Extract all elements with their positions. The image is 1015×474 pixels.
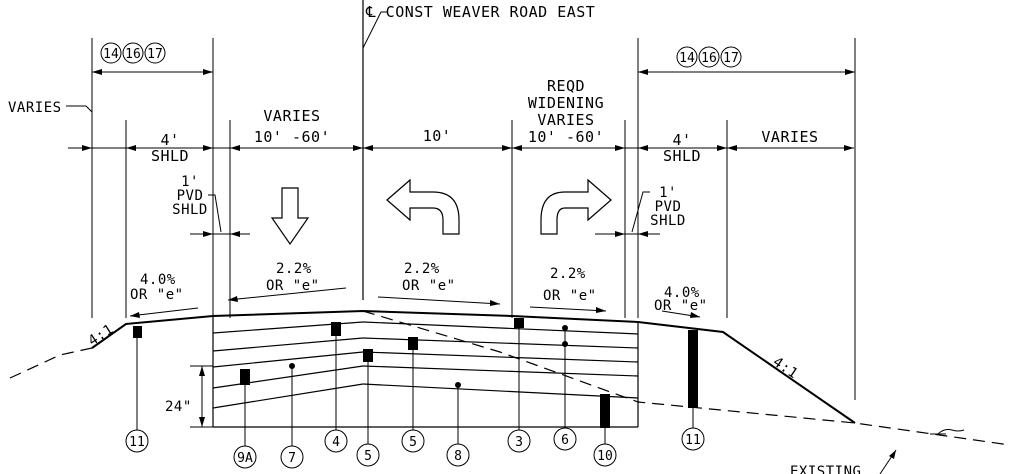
layer-markers: [133, 318, 698, 428]
callout-6: [553, 427, 577, 451]
svg-text:OR "e": OR "e": [402, 278, 456, 294]
main-dim-arrows: [82, 145, 854, 151]
svg-text:14: 14: [103, 47, 119, 62]
svg-text:14: 14: [679, 51, 695, 66]
top-callout-group-right: 14 16 17: [676, 46, 742, 68]
slope-label-right: 4:1: [770, 354, 801, 382]
right-turn-arrow-icon: [540, 178, 612, 235]
down-arrow-icon: [270, 187, 310, 246]
slope-center-lane: 2.2% OR "e": [377, 261, 501, 306]
svg-text:1': 1': [659, 185, 677, 201]
left-shld-text: SHLD: [151, 147, 189, 165]
existing-ground-symbol: [930, 429, 965, 435]
callout-leaders: [136, 328, 694, 446]
existing-label: EXISTING: [790, 464, 861, 474]
callout-11-right: [681, 427, 705, 451]
svg-text:SHLD: SHLD: [650, 213, 686, 229]
centerline-leader: [362, 11, 388, 49]
svg-text:PVD: PVD: [177, 188, 204, 204]
svg-text:SHLD: SHLD: [172, 202, 208, 218]
callout-7: [280, 445, 304, 469]
callout-5a: [356, 443, 380, 467]
svg-text:24": 24": [165, 399, 192, 415]
slope-right-shoulder: 4.0% OR "e": [654, 285, 708, 318]
callout-5b: [401, 429, 425, 453]
pvd-shld-right-note: 1' PVD SHLD: [595, 185, 686, 237]
callout-3: [507, 429, 531, 453]
centerline-title: ℄ CONST WEAVER ROAD EAST: [365, 3, 595, 21]
svg-text:4: 4: [332, 435, 340, 450]
svg-text:OR "e": OR "e": [543, 288, 597, 304]
existing-ground-line: [9, 347, 93, 379]
svg-text:3: 3: [515, 435, 523, 450]
svg-text:10: 10: [597, 449, 613, 464]
svg-text:OR "e": OR "e": [130, 287, 184, 303]
pavement-layers: [212, 316, 639, 428]
left-shld-width: 4': [160, 131, 179, 149]
callout-4: [324, 429, 348, 453]
svg-text:4.0%: 4.0%: [140, 272, 176, 288]
varies-left-label: VARIES: [8, 100, 62, 116]
svg-text:11: 11: [129, 435, 145, 450]
center-lane-width: 10': [423, 127, 452, 145]
left-lane-width: 10' -60': [254, 128, 330, 146]
svg-text:OR "e": OR "e": [266, 278, 320, 294]
existing-pavement-line: [362, 310, 1011, 446]
depth-dimension: 24": [165, 365, 213, 428]
right-lane-width: 10' -60': [528, 128, 604, 146]
svg-text:7: 7: [288, 451, 296, 466]
callout-11-left: [125, 429, 149, 453]
svg-text:8: 8: [454, 449, 462, 464]
left-turn-arrow-icon: [386, 178, 460, 235]
right-lane-reqd: REQD: [547, 77, 585, 95]
slope-label-left: 4:1: [85, 321, 116, 349]
slope-left-shoulder: 4.0% OR "e": [129, 272, 199, 318]
svg-text:1': 1': [181, 174, 199, 190]
svg-text:2.2%: 2.2%: [550, 266, 586, 282]
callout-9a: [233, 445, 257, 469]
top-callout-group-left: 14 16 17: [100, 42, 166, 64]
right-shld-text: SHLD: [663, 147, 701, 165]
right-lane-varies: VARIES: [537, 111, 594, 129]
svg-text:2.2%: 2.2%: [276, 261, 312, 277]
svg-text:6: 6: [561, 433, 569, 448]
pvd-shld-left-note: 1' PVD SHLD: [172, 174, 250, 237]
svg-text:16: 16: [125, 47, 141, 62]
svg-text:9A: 9A: [237, 451, 253, 466]
svg-text:16: 16: [701, 51, 717, 66]
finished-grade: [91, 309, 856, 424]
callout-8: [446, 443, 470, 467]
slope-right-lane: 2.2% OR "e": [529, 266, 607, 313]
varies-right-label: VARIES: [761, 128, 818, 146]
svg-text:5: 5: [364, 449, 372, 464]
slope-left-lane: 2.2% OR "e": [227, 261, 347, 302]
left-lane-varies: VARIES: [263, 107, 320, 125]
bottom-callouts: 11 9A 7 4 5 5 8 3 6 10 11: [125, 427, 705, 469]
svg-text:5: 5: [409, 435, 417, 450]
svg-text:PVD: PVD: [655, 199, 682, 215]
svg-text:11: 11: [685, 433, 701, 448]
svg-text:17: 17: [723, 51, 739, 66]
svg-text:17: 17: [147, 47, 163, 62]
svg-text:4.0%: 4.0%: [664, 285, 700, 301]
callout-10: [593, 443, 617, 467]
svg-text:OR "e": OR "e": [654, 298, 708, 314]
svg-text:2.2%: 2.2%: [404, 261, 440, 277]
right-lane-widening: WIDENING: [528, 94, 604, 112]
right-shld-width: 4': [672, 131, 691, 149]
